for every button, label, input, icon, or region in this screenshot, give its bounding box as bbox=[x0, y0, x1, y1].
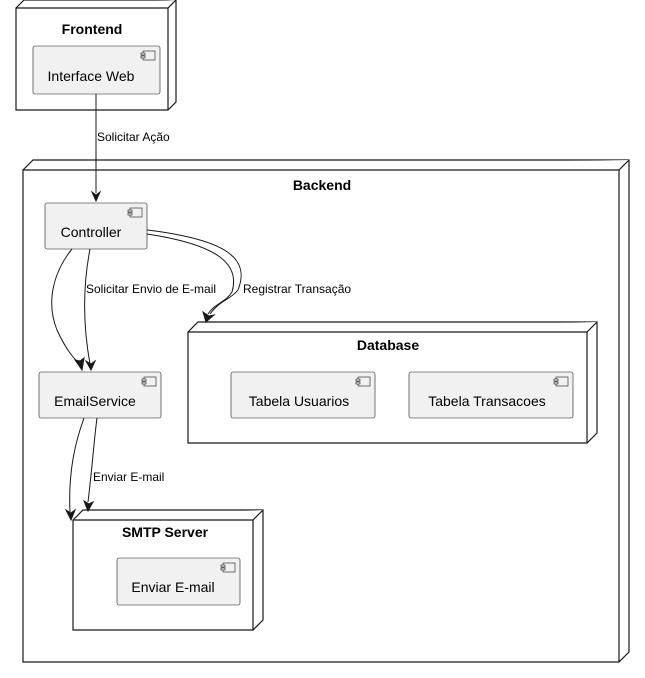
component-email-service-label: EmailService bbox=[54, 393, 136, 409]
component-icon bbox=[141, 376, 157, 387]
node-smtp-server-title: SMTP Server bbox=[122, 524, 209, 540]
node-frontend-title: Frontend bbox=[62, 21, 123, 37]
component-icon bbox=[553, 376, 569, 387]
edge-solicitar-acao-label: Solicitar Ação bbox=[97, 130, 170, 144]
component-icon bbox=[220, 562, 236, 573]
component-tabela-transacoes-label: Tabela Transacoes bbox=[428, 393, 546, 409]
component-controller-label: Controller bbox=[61, 224, 122, 240]
edge-solicitar-envio-label: Solicitar Envio de E-mail bbox=[86, 282, 216, 296]
component-email-service[interactable]: EmailService bbox=[38, 371, 162, 419]
component-interface-web[interactable]: Interface Web bbox=[32, 45, 161, 95]
node-database-title: Database bbox=[357, 337, 419, 353]
edge-controller-to-emailservice: Solicitar Envio de E-mail bbox=[51, 248, 216, 372]
node-backend-title: Backend bbox=[293, 177, 351, 193]
component-interface-web-label: Interface Web bbox=[48, 68, 135, 84]
component-icon bbox=[140, 50, 156, 61]
component-icon bbox=[355, 376, 371, 387]
edge-controller-to-database: Registrar Transação bbox=[146, 229, 351, 323]
component-tabela-usuarios[interactable]: Tabela Usuarios bbox=[230, 371, 376, 419]
edge-solicitar-acao: Solicitar Ação bbox=[90, 94, 170, 203]
component-tabela-transacoes[interactable]: Tabela Transacoes bbox=[408, 371, 574, 419]
component-icon bbox=[127, 207, 143, 218]
edge-registrar-transacao-label: Registrar Transação bbox=[243, 282, 351, 296]
edge-enviar-email-label: Enviar E-mail bbox=[93, 470, 164, 484]
edge-emailservice-to-smtp: Enviar E-mail bbox=[64, 417, 164, 522]
component-enviar-email[interactable]: Enviar E-mail bbox=[116, 557, 241, 606]
component-tabela-usuarios-label: Tabela Usuarios bbox=[249, 393, 349, 409]
component-controller[interactable]: Controller bbox=[44, 202, 148, 250]
component-enviar-email-label: Enviar E-mail bbox=[131, 579, 214, 595]
